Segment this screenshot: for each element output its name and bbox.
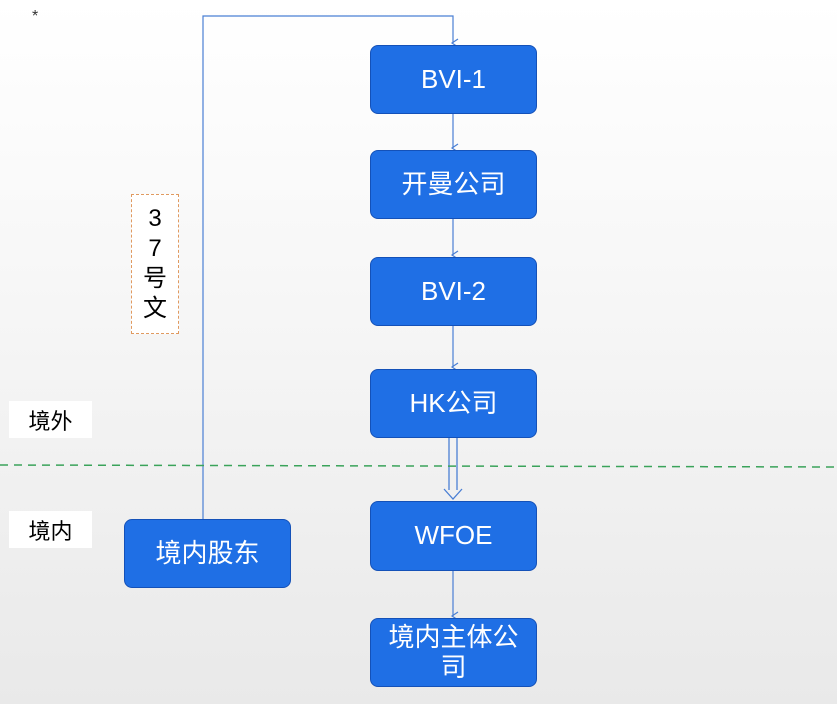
node-domestic-operating-entity: 境内主体公司 xyxy=(370,618,537,687)
hk-to-wfoe-double-arrow xyxy=(443,438,463,500)
node-cayman-company: 开曼公司 xyxy=(370,150,537,219)
node-domestic-shareholder: 境内股东 xyxy=(124,519,291,588)
node-wfoe: WFOE xyxy=(370,501,537,571)
border-divider-line xyxy=(0,464,837,468)
node-bvi-2: BVI-2 xyxy=(370,257,537,326)
asterisk-marker: * xyxy=(32,8,39,25)
onshore-label: 境内 xyxy=(9,511,92,548)
doc-label-char: 号 xyxy=(143,265,167,292)
doc-label-char: 文 xyxy=(143,295,167,322)
doc-label-char: 7 xyxy=(148,235,162,262)
node-hk-company: HK公司 xyxy=(370,369,537,438)
shareholder-to-bvi1-connector xyxy=(202,15,459,519)
offshore-label: 境外 xyxy=(9,401,92,438)
doc-label-char: 3 xyxy=(148,205,162,232)
node-bvi-1: BVI-1 xyxy=(370,45,537,114)
circular-37-label: 3 7 号 文 xyxy=(131,194,179,334)
